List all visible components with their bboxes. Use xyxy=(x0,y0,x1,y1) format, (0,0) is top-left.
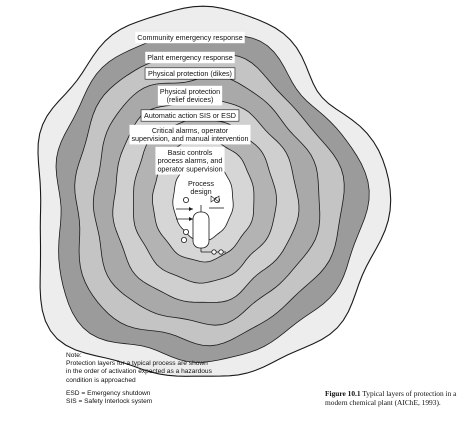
instrument-icon xyxy=(182,196,189,203)
abbreviation-esd: ESD = Emergency shutdown xyxy=(66,389,151,397)
layer-label-background xyxy=(145,51,235,64)
note-line: in the order of activation expected as a… xyxy=(66,368,212,376)
note-block: Note: Protection layers for a typical pr… xyxy=(66,352,316,406)
figure-caption: Figure 10.1 Typical layers of protection… xyxy=(325,389,465,407)
note-title: Note: xyxy=(66,352,82,359)
layer-label-4: Physical protection(relief devices) xyxy=(157,85,223,106)
pump-icon xyxy=(218,249,224,255)
layer-label-background xyxy=(157,85,223,106)
layer-label-line: Process xyxy=(188,179,214,188)
vessel-body xyxy=(192,211,210,249)
layer-label-line: design xyxy=(190,187,211,196)
instrument-icon xyxy=(180,236,187,243)
layer-label-line: operator supervision xyxy=(157,164,222,173)
inlet-arrow-icon xyxy=(189,217,193,221)
note-line: Protection layers for a typical process … xyxy=(66,360,208,368)
layer-label-line: process alarms, and xyxy=(158,156,223,165)
layer-label-line: Physical protection (dikes) xyxy=(148,69,232,78)
figure-caption-text: Typical layers of protection in a modern… xyxy=(325,389,457,407)
layer-label-line: (relief devices) xyxy=(167,95,214,104)
layer-label-line: Community emergency response xyxy=(137,33,242,42)
layer-label-line: Automatic action SIS or ESD xyxy=(144,111,236,120)
pump-icon xyxy=(211,249,217,255)
layer-label-background xyxy=(135,31,245,44)
layer-label-2: Plant emergency response xyxy=(145,51,235,64)
layer-label-line: supervision, and manual intervention xyxy=(131,134,248,143)
layer-label-line: Plant emergency response xyxy=(147,53,233,62)
layer-label-3: Physical protection (dikes) xyxy=(144,67,236,80)
layer-label-background xyxy=(144,67,236,80)
abbreviation-sis: SIS = Safety Interlock system xyxy=(66,398,153,406)
layer-label-background xyxy=(129,124,251,145)
layer-label-line: Physical protection xyxy=(160,87,220,96)
process-vessel-icon xyxy=(176,195,226,255)
layer-label-5: Automatic action SIS or ESD xyxy=(140,109,240,122)
layer-label-background xyxy=(140,109,240,122)
inlet-arrow-icon xyxy=(189,207,193,211)
layer-label-1: Community emergency response xyxy=(135,31,245,44)
valve-icon xyxy=(210,195,220,203)
note-line: condition is approached xyxy=(66,376,136,384)
layer-label-line: Basic controls xyxy=(168,148,213,157)
layer-label-line: Critical alarms, operator xyxy=(152,126,229,135)
figure-caption-label: Figure 10.1 xyxy=(325,389,361,398)
instrument-icon xyxy=(182,228,189,235)
layer-label-background xyxy=(155,146,225,175)
